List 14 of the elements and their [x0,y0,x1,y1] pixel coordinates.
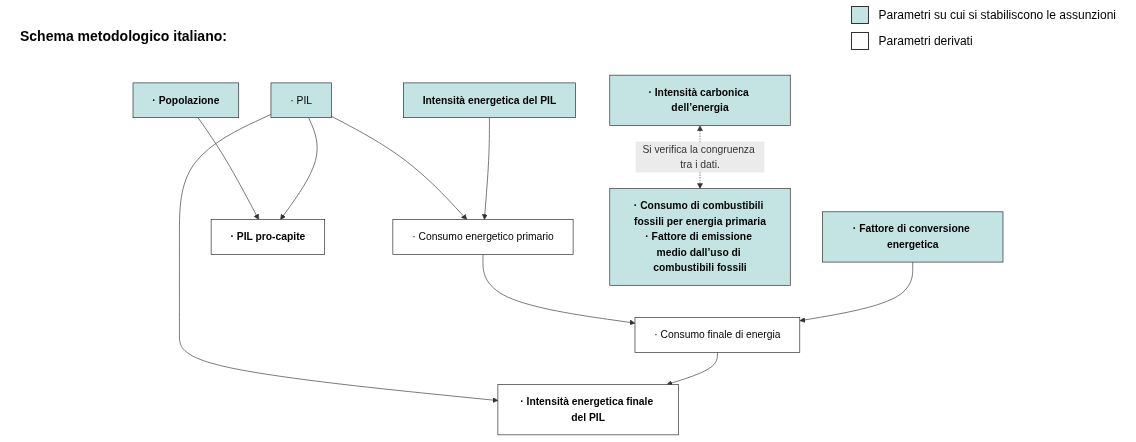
legend-label: Parametri derivati [878,34,973,48]
node-box: · Consumo finale di energia [634,317,801,353]
node-box: · PIL pro-capite [210,219,325,255]
edge-label: Si verifica la congruenza tra i dati. [642,143,755,170]
node-box: · PIL [270,82,332,118]
legend-label: Parametri su cui si stabiliscono le assunzioni [878,8,1116,22]
node-box: · Intensità energetica finale del PIL [497,384,679,436]
node-box: · Fattore di conversione energetica [822,211,1004,263]
node-box: · Consumo di combustibili fossili per energia primaria · Fattore di emissione medio dall’uso di combustibili fossili [609,188,791,286]
node-box: · Popolazione [132,82,240,118]
node-box: Intensità energetica del PIL [403,82,576,118]
diagram-title: Schema metodologico italiano: [20,28,227,44]
node-box: · Intensità carbonica dell’energia [609,74,791,126]
node-box: · Consumo energetico primario [392,219,574,255]
